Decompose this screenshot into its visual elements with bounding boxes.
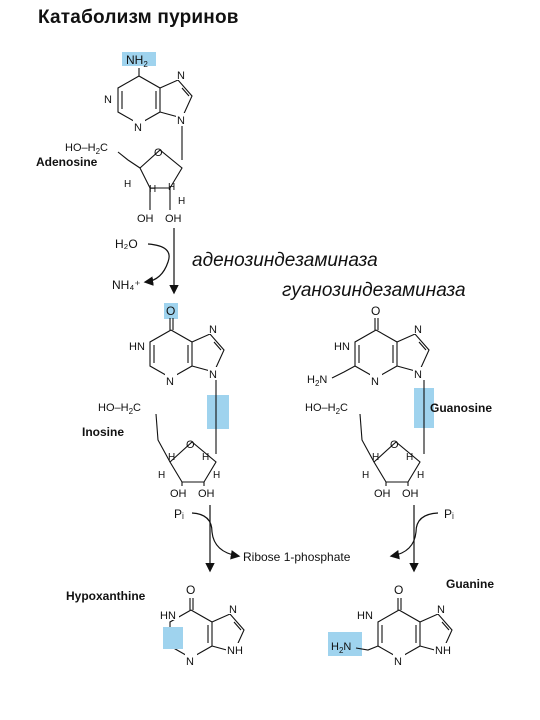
svg-text:OH: OH: [170, 488, 187, 500]
inosine-structure: O HN N N N O HO–H2C H H H H O: [98, 303, 229, 500]
svg-text:HN: HN: [129, 341, 145, 353]
label-inosine: Inosine: [82, 425, 124, 439]
left-curve-arrow: [191, 512, 241, 560]
svg-text:NH2: NH2: [126, 53, 148, 69]
svg-text:N: N: [414, 369, 422, 381]
svg-text:O: O: [186, 439, 195, 451]
svg-text:O: O: [394, 583, 403, 597]
svg-text:O: O: [166, 304, 175, 318]
svg-text:O: O: [390, 439, 399, 451]
svg-text:H: H: [417, 470, 424, 481]
svg-text:OH: OH: [374, 488, 391, 500]
svg-text:NH: NH: [435, 645, 451, 657]
svg-text:HN: HN: [357, 610, 373, 622]
svg-text:H: H: [213, 470, 220, 481]
svg-text:H2N: H2N: [331, 641, 351, 655]
guanine-structure: O HN N N NH H2N: [328, 583, 456, 668]
svg-text:N: N: [229, 604, 237, 616]
svg-text:HO–H2C: HO–H2C: [305, 402, 348, 416]
svg-text:OH: OH: [165, 213, 182, 225]
enzyme-adenosine-deaminase: аденозиндезаминаза: [192, 250, 378, 271]
guanosine-structure: O HN N N N H2N O HO–H2C H H H: [305, 304, 434, 500]
svg-text:NH: NH: [227, 645, 243, 657]
svg-text:H: H: [178, 196, 185, 207]
svg-text:H2N: H2N: [307, 374, 327, 388]
svg-text:H: H: [362, 470, 369, 481]
svg-text:H: H: [124, 179, 131, 190]
svg-text:O: O: [371, 304, 380, 318]
svg-text:N: N: [186, 656, 194, 668]
label-guanine: Guanine: [446, 577, 494, 591]
amino-highlight-guanine: [328, 632, 362, 656]
svg-text:HN: HN: [160, 610, 176, 622]
svg-text:HO–H2C: HO–H2C: [65, 142, 108, 156]
svg-text:O: O: [186, 583, 195, 597]
svg-text:H: H: [406, 452, 413, 463]
svg-text:N: N: [209, 369, 217, 381]
svg-text:H: H: [149, 184, 156, 195]
hypoxanthine-highlight: [163, 627, 183, 649]
svg-text:H: H: [372, 452, 379, 463]
svg-text:N: N: [104, 94, 112, 106]
svg-text:HO–H2C: HO–H2C: [98, 402, 141, 416]
svg-text:H: H: [168, 452, 175, 463]
oxo-highlight: [164, 303, 178, 319]
svg-text:H: H: [158, 470, 165, 481]
water-curve-arrow: [143, 243, 170, 286]
label-guanosine: Guanosine: [430, 401, 492, 415]
label-hypoxanthine: Hypoxanthine: [66, 589, 146, 603]
svg-text:O: O: [154, 147, 163, 159]
right-curve-arrow: [389, 512, 439, 560]
reagent-h2o: H₂O: [115, 237, 138, 251]
svg-text:N: N: [209, 324, 217, 336]
svg-text:N: N: [177, 70, 185, 82]
hypoxanthine-structure: O HN N N NH: [159, 583, 248, 668]
svg-text:H: H: [202, 452, 209, 463]
svg-text:N: N: [134, 122, 142, 134]
glycosidic-bond-highlight: [207, 395, 229, 429]
svg-text:OH: OH: [402, 488, 419, 500]
svg-text:N: N: [437, 604, 445, 616]
svg-text:H: H: [168, 182, 175, 193]
svg-text:HN: HN: [334, 341, 350, 353]
svg-text:N: N: [177, 115, 185, 127]
svg-text:N: N: [166, 376, 174, 388]
reagent-nh4: NH₄⁺: [112, 278, 141, 292]
amino-highlight: [122, 52, 156, 66]
adenosine-structure: NH2 N N N N O HO–H2C H H H H: [65, 52, 193, 225]
svg-text:N: N: [371, 376, 379, 388]
enzyme-guanosine-deaminase: гуанозиндезаминаза: [282, 280, 466, 301]
reagent-pi-left: Pᵢ: [174, 507, 184, 521]
svg-text:OH: OH: [198, 488, 215, 500]
label-ribose-1-phosphate: Ribose 1-phosphate: [243, 550, 351, 564]
svg-text:N: N: [414, 324, 422, 336]
svg-text:OH: OH: [137, 213, 154, 225]
reagent-pi-right: Pᵢ: [444, 507, 454, 521]
label-adenosine: Adenosine: [36, 155, 98, 169]
svg-text:N: N: [394, 656, 402, 668]
page-title: Катаболизм пуринов: [38, 7, 239, 28]
